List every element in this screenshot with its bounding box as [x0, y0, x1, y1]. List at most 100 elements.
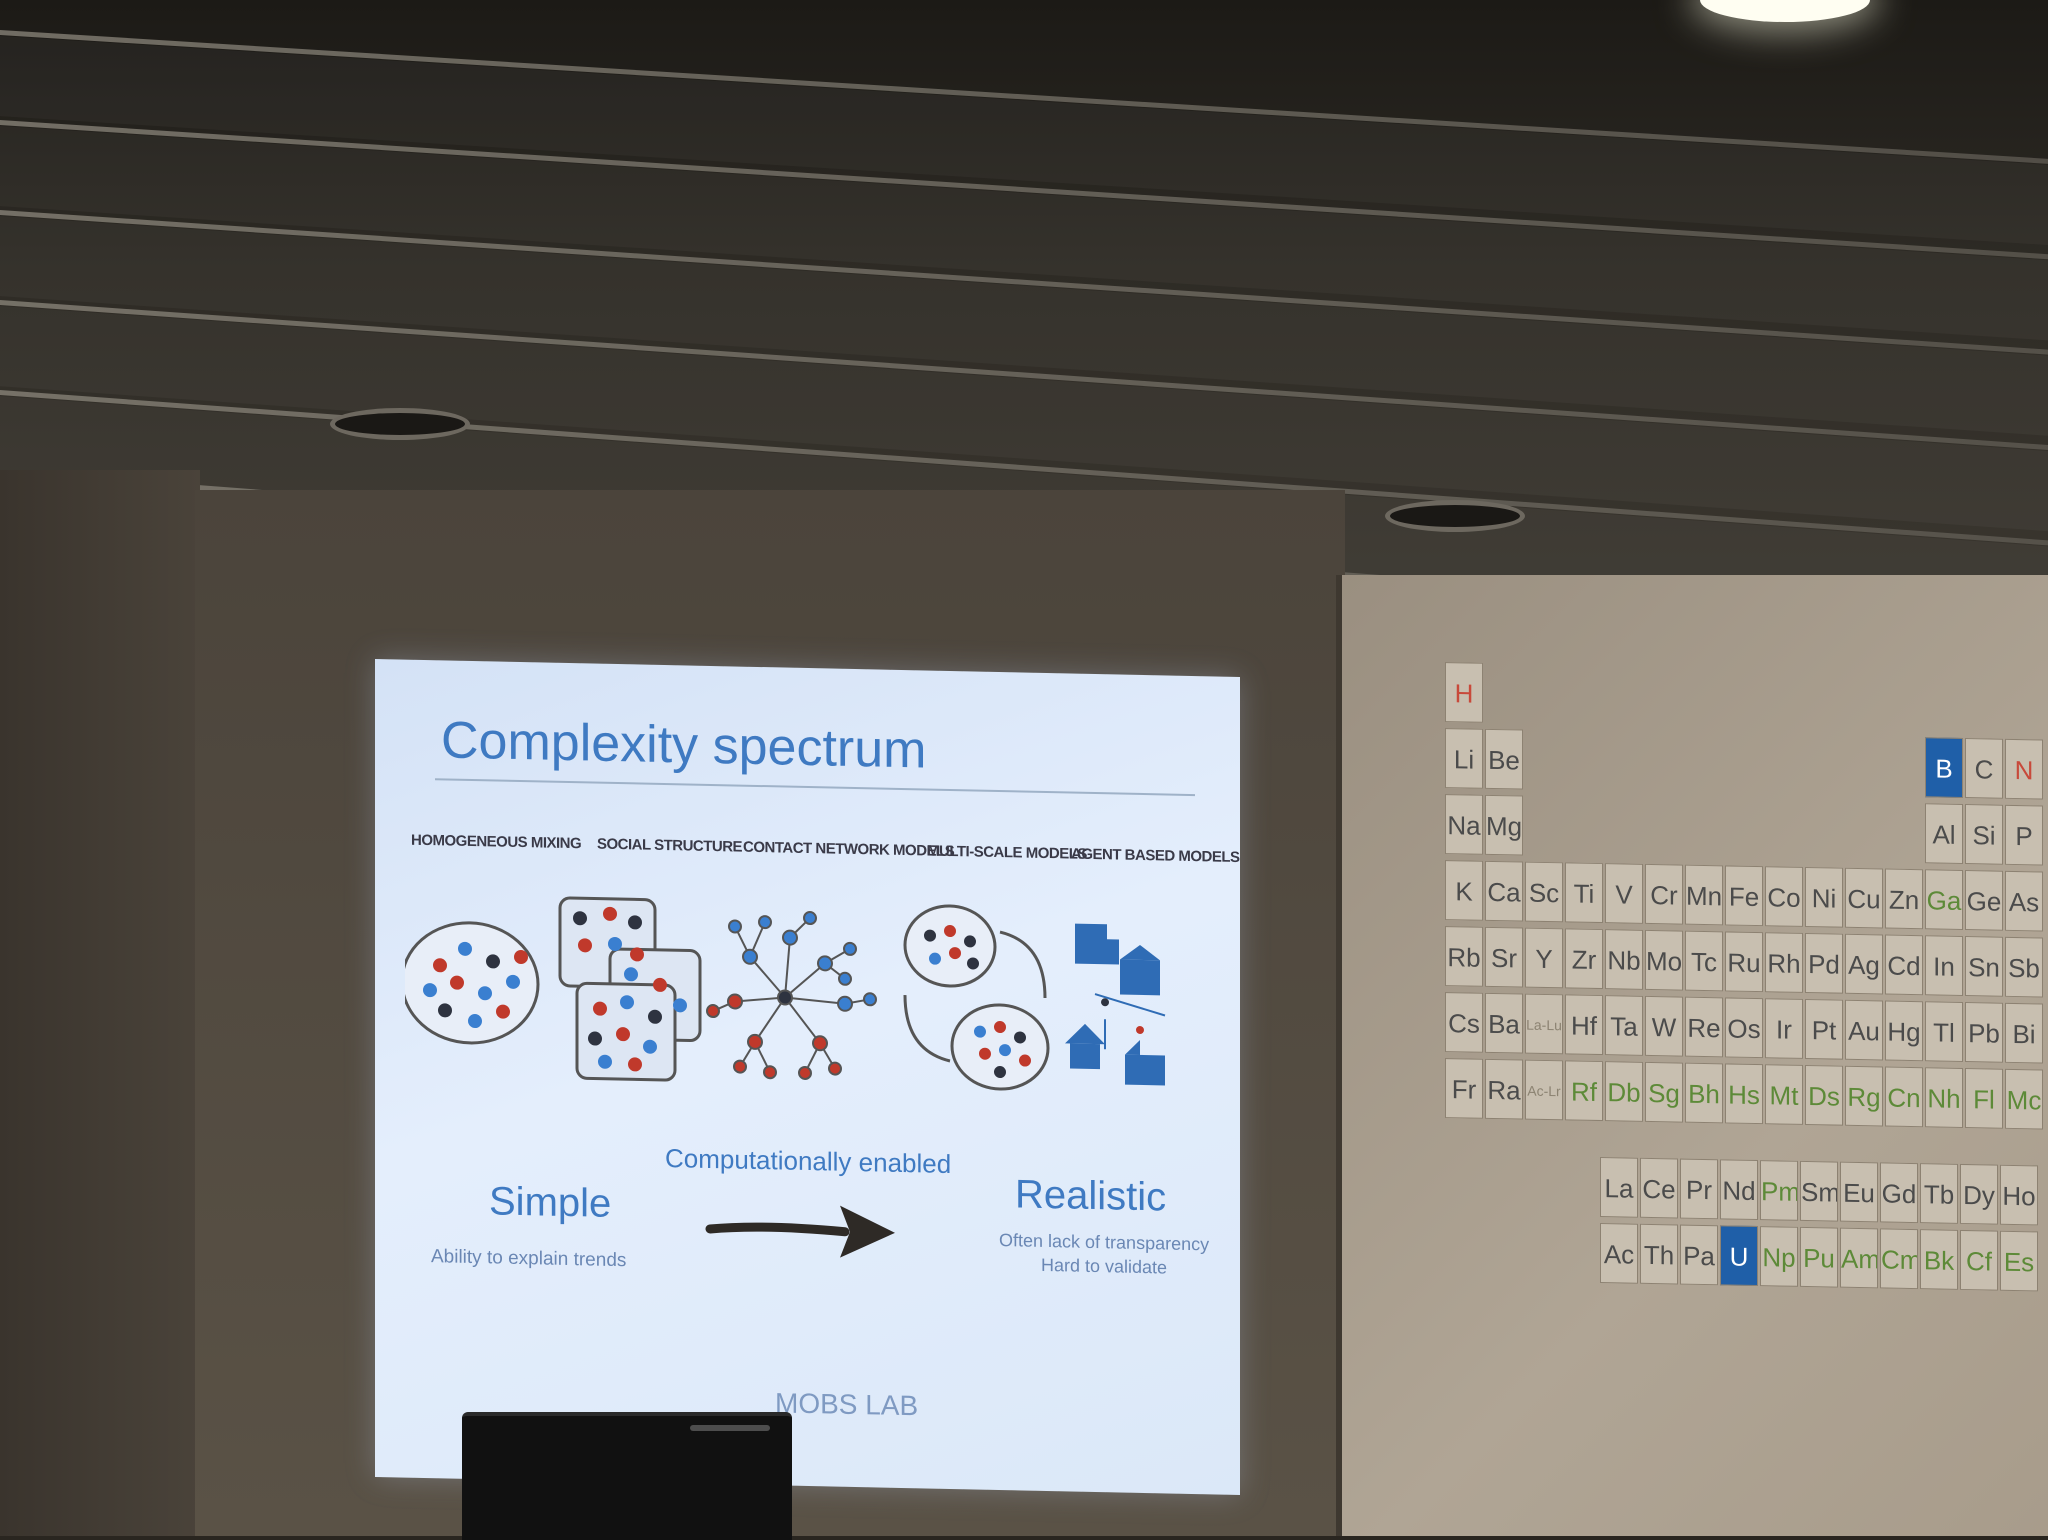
left-wall	[0, 470, 200, 1536]
projected-slide: Complexity spectrum Homogeneous mixing S…	[375, 658, 1240, 1496]
element-cell: La	[1600, 1157, 1638, 1218]
category-label-agent-based: Agent based models	[1071, 845, 1240, 867]
element-cell: Al	[1925, 803, 1963, 864]
model-icons	[405, 896, 1166, 1091]
element-cell: Cr	[1645, 863, 1683, 925]
element-cell: Rf	[1565, 1060, 1603, 1122]
element-cell: Bh	[1685, 1062, 1723, 1124]
element-cell: Cu	[1845, 867, 1883, 929]
element-cell: Pr	[1680, 1158, 1718, 1220]
element-cell: Na	[1445, 794, 1483, 855]
element-cell: Hs	[1725, 1063, 1763, 1125]
element-cell: V	[1605, 863, 1643, 924]
element-cell: Ni	[1805, 866, 1843, 928]
element-cell: Ag	[1845, 933, 1883, 995]
element-cell: Ge	[1965, 870, 2003, 931]
element-cell: Bk	[1920, 1229, 1958, 1290]
element-cell: Pb	[1965, 1002, 2003, 1063]
element-cell: Ba	[1485, 992, 1523, 1054]
category-label-multi-scale: Multi-scale models	[927, 842, 1087, 863]
ceiling-downlight	[1385, 500, 1525, 532]
element-cell: Si	[1965, 804, 2003, 865]
element-cell: C	[1965, 738, 2003, 799]
element-cell: Rb	[1445, 926, 1483, 987]
element-cell: Nd	[1720, 1159, 1758, 1221]
element-cell: U	[1720, 1225, 1758, 1287]
slide-title: Complexity spectrum	[441, 711, 927, 780]
element-cell: Pd	[1805, 932, 1843, 994]
element-cell: Db	[1605, 1061, 1643, 1122]
element-cell: Es	[2000, 1230, 2038, 1292]
element-cell: H	[1445, 662, 1483, 723]
element-cell: Sc	[1525, 861, 1563, 923]
element-cell: Fl	[1965, 1068, 2003, 1129]
element-cell: Mt	[1765, 1064, 1803, 1125]
category-label-contact-network: Contact network models	[743, 838, 955, 861]
multi-scale-icon	[903, 904, 1050, 1091]
element-cell: P	[2005, 804, 2043, 866]
ceiling-light	[1700, 0, 1870, 22]
element-cell: Cm	[1880, 1228, 1918, 1290]
element-cell: Nb	[1605, 929, 1643, 990]
element-cell: Pa	[1680, 1224, 1718, 1286]
agent-based-icon	[1065, 923, 1166, 1086]
element-cell: Sn	[1965, 936, 2003, 997]
element-cell: B	[1925, 737, 1963, 798]
element-cell: Sb	[2005, 936, 2043, 998]
element-cell: In	[1925, 935, 1963, 996]
element-cell: Ho	[2000, 1164, 2038, 1226]
element-cell: Ac	[1600, 1223, 1638, 1284]
element-cell: Ra	[1485, 1058, 1523, 1120]
element-cell: Re	[1685, 996, 1723, 1058]
monitor-reflection	[690, 1425, 770, 1431]
element-cell: Zn	[1885, 868, 1923, 930]
element-cell: Ga	[1925, 869, 1963, 930]
element-cell: Ds	[1805, 1064, 1843, 1126]
slide-footer-logo: MOBS LAB	[775, 1387, 919, 1422]
element-cell: Am	[1840, 1227, 1878, 1289]
element-cell: Co	[1765, 866, 1803, 927]
element-cell: Dy	[1960, 1163, 1998, 1225]
element-cell: Y	[1525, 927, 1563, 989]
element-cell: Nh	[1925, 1067, 1963, 1128]
element-cell: Pt	[1805, 998, 1843, 1060]
element-cell: Zr	[1565, 928, 1603, 990]
element-cell: Mn	[1685, 864, 1723, 926]
element-cell: Eu	[1840, 1161, 1878, 1223]
ceiling-downlight	[330, 408, 470, 440]
element-cell: Au	[1845, 999, 1883, 1061]
social-structure-icon	[558, 896, 702, 1082]
element-cell: Tb	[1920, 1163, 1958, 1224]
title-divider	[435, 778, 1195, 797]
arrow-right-icon	[705, 1205, 895, 1258]
element-cell: La-Lu	[1525, 993, 1563, 1055]
element-cell: Ca	[1485, 860, 1523, 922]
element-cell: W	[1645, 995, 1683, 1057]
element-cell: Tl	[1925, 1001, 1963, 1062]
element-cell: Np	[1760, 1226, 1798, 1287]
element-cell: Li	[1445, 728, 1483, 789]
element-cell: Ac-Lr	[1525, 1059, 1563, 1121]
label-simple-subtitle: Ability to explain trends	[431, 1246, 627, 1272]
element-cell: Pm	[1760, 1160, 1798, 1221]
label-simple: Simple	[489, 1179, 612, 1226]
element-cell: Bi	[2005, 1002, 2043, 1064]
monitor	[462, 1412, 792, 1540]
element-cell: Hf	[1565, 994, 1603, 1056]
element-cell: Mo	[1645, 929, 1683, 991]
element-cell: N	[2005, 738, 2043, 800]
element-cell: Be	[1485, 728, 1523, 790]
element-cell: Cf	[1960, 1229, 1998, 1291]
element-cell: Fr	[1445, 1058, 1483, 1119]
element-cell: Fe	[1725, 865, 1763, 927]
element-cell: Ir	[1765, 998, 1803, 1059]
element-cell: Sg	[1645, 1061, 1683, 1123]
element-cell: Hg	[1885, 1000, 1923, 1062]
element-cell: Ta	[1605, 995, 1643, 1056]
element-cell: Pu	[1800, 1226, 1838, 1288]
element-cell: Ru	[1725, 931, 1763, 993]
element-cell: Mg	[1485, 794, 1523, 856]
element-cell: As	[2005, 870, 2043, 932]
element-cell: Cd	[1885, 934, 1923, 996]
